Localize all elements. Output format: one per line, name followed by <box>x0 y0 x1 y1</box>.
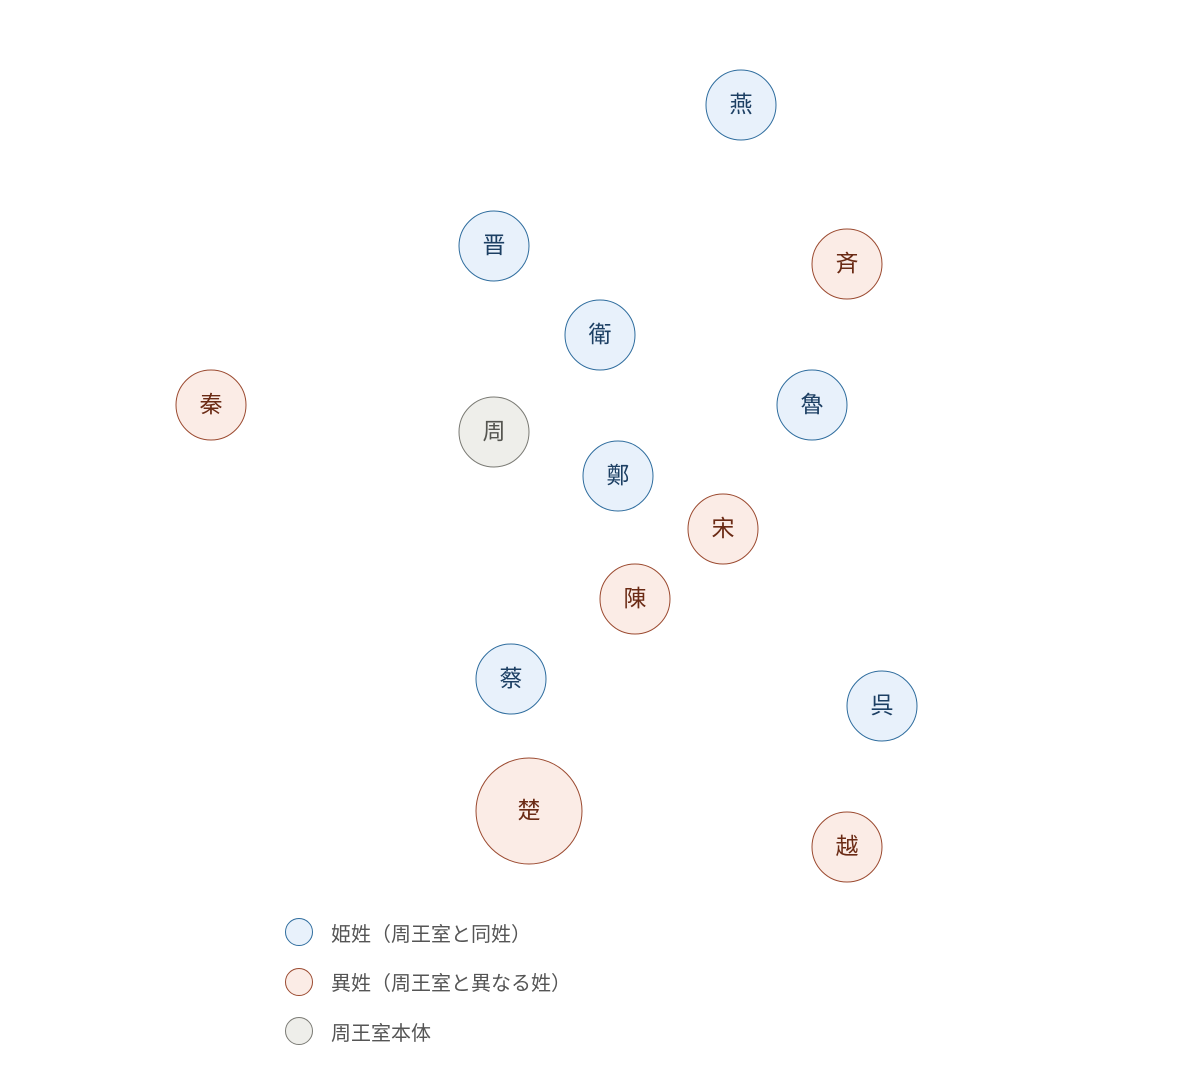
state-label-lu: 魯 <box>801 392 824 418</box>
state-label-song: 宋 <box>712 516 735 542</box>
legend-item-yi: 異姓（周王室と異なる姓） <box>285 967 705 997</box>
legend-label-yi: 異姓（周王室と異なる姓） <box>331 971 571 995</box>
legend-item-ji: 姫姓（周王室と同姓） <box>285 917 705 947</box>
state-node-jin: 晋 <box>458 210 530 282</box>
state-circle-jin <box>458 210 530 282</box>
state-circle-song <box>687 493 759 565</box>
state-label-cai: 蔡 <box>500 666 523 692</box>
state-label-wu: 呉 <box>871 693 894 719</box>
state-label-chen: 陳 <box>624 586 647 612</box>
state-node-cai: 蔡 <box>475 643 547 715</box>
state-label-jin: 晋 <box>483 233 506 259</box>
state-circle-zheng <box>582 440 654 512</box>
legend-swatch-yi <box>285 967 313 996</box>
state-label-chu: 楚 <box>518 798 541 824</box>
state-node-wu: 呉 <box>846 670 918 742</box>
legend-swatch-ji <box>285 918 313 946</box>
state-label-yue: 越 <box>836 834 859 860</box>
state-node-qi: 斉 <box>811 228 883 300</box>
state-label-zheng: 鄭 <box>607 463 630 489</box>
state-node-zhou: 周 <box>458 396 530 468</box>
state-label-qin: 秦 <box>200 392 223 418</box>
state-circle-zhou <box>458 396 530 468</box>
state-circle-chu <box>475 757 583 865</box>
state-node-yan: 燕 <box>705 69 777 141</box>
legend: 姫姓（周王室と同姓） 異姓（周王室と異なる姓） 周王室本体 <box>285 917 705 1066</box>
state-node-song: 宋 <box>687 493 759 565</box>
legend-swatch-royal <box>285 1017 313 1045</box>
state-circle-qi <box>811 228 883 300</box>
state-label-wei: 衛 <box>589 322 612 348</box>
state-circle-qin <box>175 369 247 441</box>
state-label-yan: 燕 <box>730 92 753 118</box>
state-circle-cai <box>475 643 547 715</box>
state-node-yue: 越 <box>811 811 883 883</box>
state-node-qin: 秦 <box>175 369 247 441</box>
state-circle-wu <box>846 670 918 742</box>
state-node-chu: 楚 <box>475 757 583 865</box>
state-label-qi: 斉 <box>836 251 859 277</box>
state-node-zheng: 鄭 <box>582 440 654 512</box>
state-circle-wei <box>564 299 636 371</box>
state-circle-chen <box>599 563 671 635</box>
legend-label-ji: 姫姓（周王室と同姓） <box>331 921 531 946</box>
state-label-zhou: 周 <box>483 419 506 445</box>
state-circle-yue <box>811 811 883 883</box>
legend-item-royal: 周王室本体 <box>285 1016 705 1046</box>
state-node-chen: 陳 <box>599 563 671 635</box>
state-circle-yan <box>705 69 777 141</box>
state-node-lu: 魯 <box>776 369 848 441</box>
legend-label-royal: 周王室本体 <box>331 1020 431 1045</box>
state-node-wei: 衛 <box>564 299 636 371</box>
state-circle-lu <box>776 369 848 441</box>
